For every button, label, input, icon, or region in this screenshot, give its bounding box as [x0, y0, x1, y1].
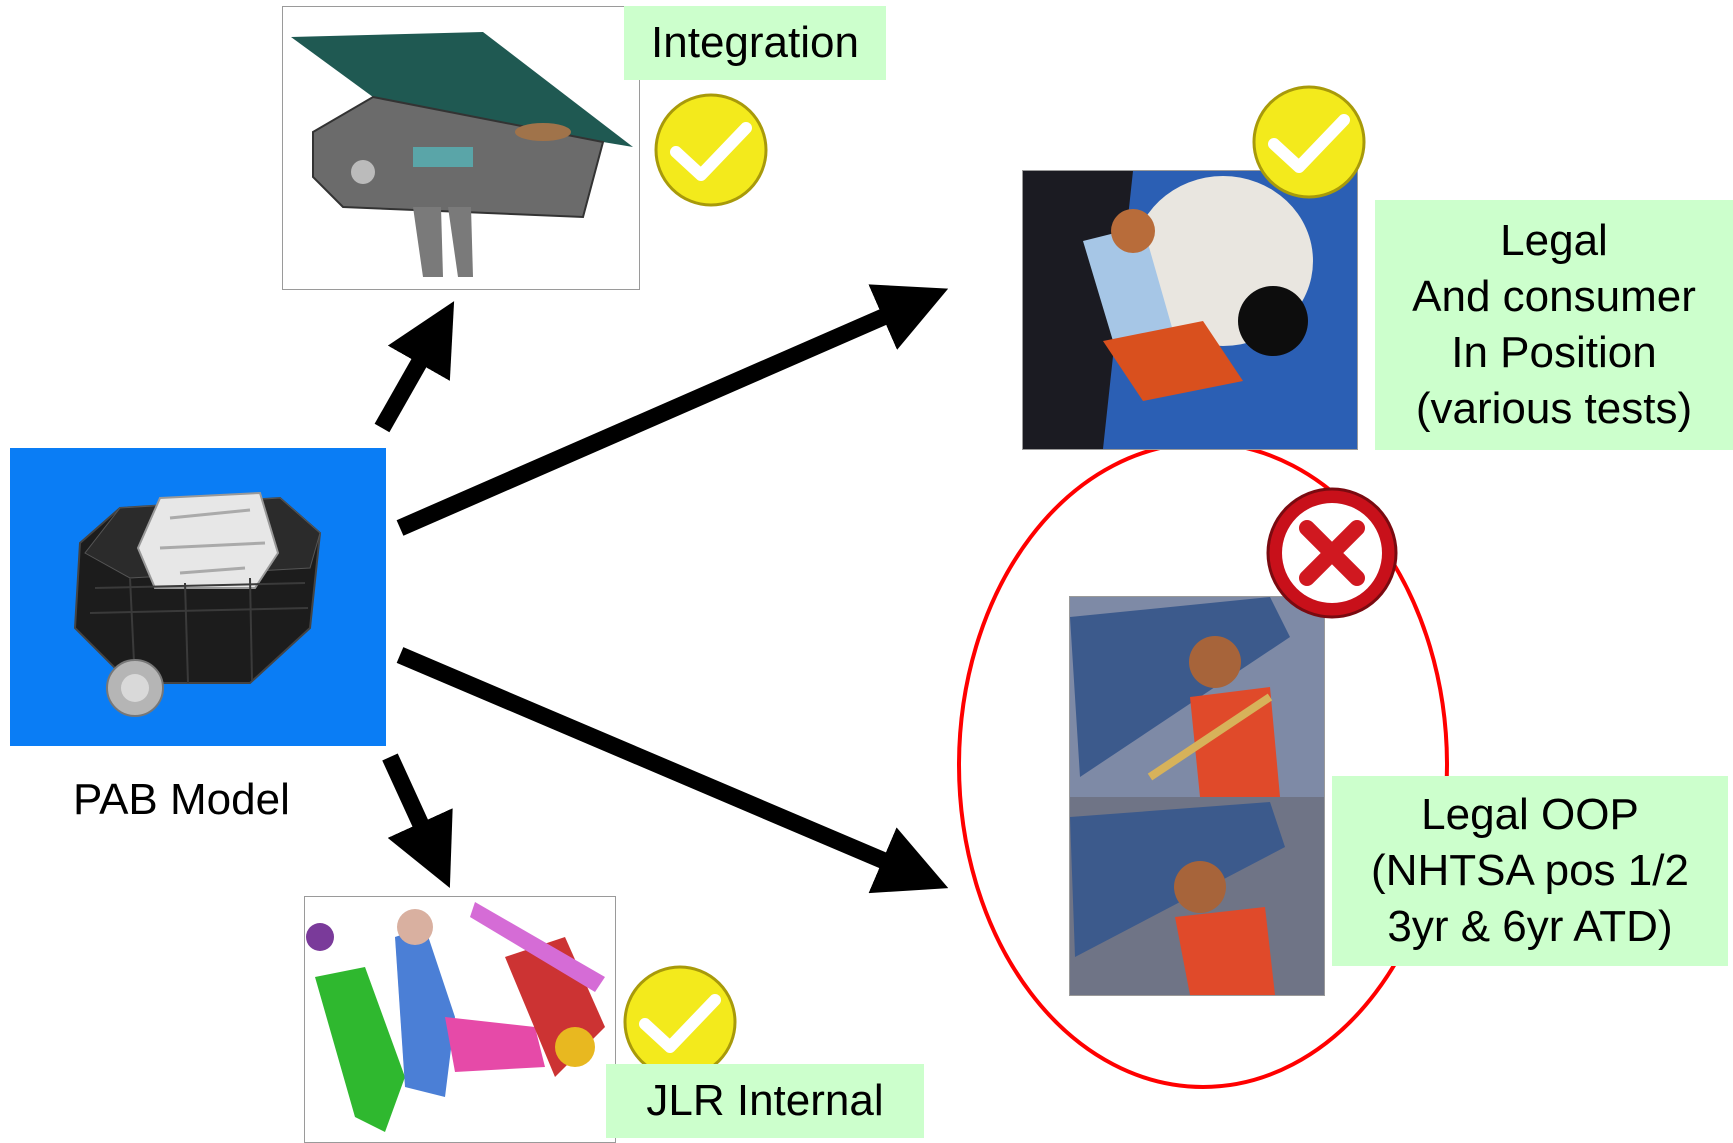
jlr-internal-image [304, 896, 616, 1143]
integration-check-icon [654, 93, 768, 207]
dashboard-cad-illustration [291, 32, 633, 277]
integration-label: Integration [624, 6, 886, 80]
pab-model-panel [10, 448, 386, 746]
airbag-module-illustration [73, 491, 322, 717]
in-position-dummy-illustration [1023, 171, 1357, 449]
arrow-to-oop [396, 647, 949, 894]
arrow-to-in-position [396, 284, 949, 536]
oop-dummy-illustration [1070, 597, 1324, 995]
jlr-internal-label: JLR Internal [606, 1064, 924, 1138]
jlr-check-icon [623, 965, 737, 1079]
oop-test-image [1069, 596, 1325, 996]
oop-label: Legal OOP (NHTSA pos 1/2 3yr & 6yr ATD) [1332, 776, 1728, 966]
oop-cross-icon [1266, 487, 1398, 619]
pab-model-label: PAB Model [73, 775, 290, 824]
in-position-label: Legal And consumer In Position (various … [1375, 200, 1733, 450]
arrow-to-integration [374, 301, 455, 433]
in-position-test-image [1022, 170, 1358, 450]
occupant-model-illustration [306, 902, 605, 1132]
in-position-check-icon [1252, 85, 1366, 199]
integration-dashboard-image [282, 6, 640, 290]
arrow-to-jlr [382, 753, 453, 888]
